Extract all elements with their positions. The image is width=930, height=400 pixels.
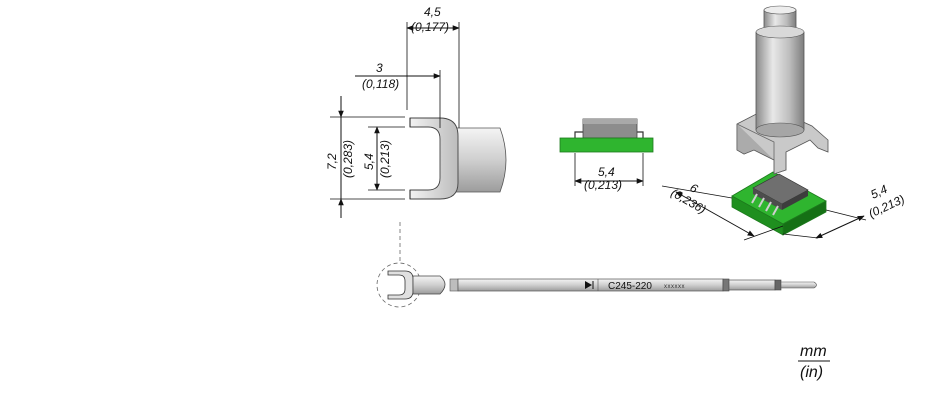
chip-leads <box>574 131 644 138</box>
outer-height-in: (0,283) <box>341 140 355 178</box>
chip-side-view: 5,4 (0,213) <box>559 118 654 192</box>
tip-needle <box>780 281 817 289</box>
isometric-view: 6 (0,236) 5,4 (0,213) <box>661 5 907 241</box>
top-width-in: (0,177) <box>411 20 449 34</box>
pcb-board <box>559 137 654 153</box>
chip-width-in: (0,213) <box>584 178 622 192</box>
tip-band <box>722 278 730 292</box>
units-legend: mm (in) <box>798 343 830 381</box>
serial-mark: xxxxxx <box>664 284 685 290</box>
inner-height-in: (0,213) <box>378 140 392 178</box>
fork-front-view: 4,5 (0,177) 3 (0,118) 7,2 (0,283) 5,4 (0… <box>325 5 507 218</box>
fork-body <box>409 117 459 200</box>
direction-mark <box>585 281 592 289</box>
chip-width-mm: 5,4 <box>598 165 615 179</box>
units-primary: mm <box>800 343 827 360</box>
full-tip-view: C245-220 xxxxxx <box>376 222 817 308</box>
tip-collar <box>412 275 446 295</box>
iso-right-mm: 5,4 <box>868 182 889 202</box>
inner-width-mm: 3 <box>376 61 383 75</box>
part-number: C245-220 <box>608 281 652 292</box>
inner-height-mm: 5,4 <box>362 153 376 170</box>
units-secondary: (in) <box>800 364 823 381</box>
iso-tube <box>755 31 805 131</box>
fork-shank <box>451 127 507 193</box>
small-fork <box>387 270 414 300</box>
outer-height-mm: 7,2 <box>325 153 339 170</box>
inner-width-in: (0,118) <box>362 77 399 91</box>
top-width-mm: 4,5 <box>424 5 441 19</box>
